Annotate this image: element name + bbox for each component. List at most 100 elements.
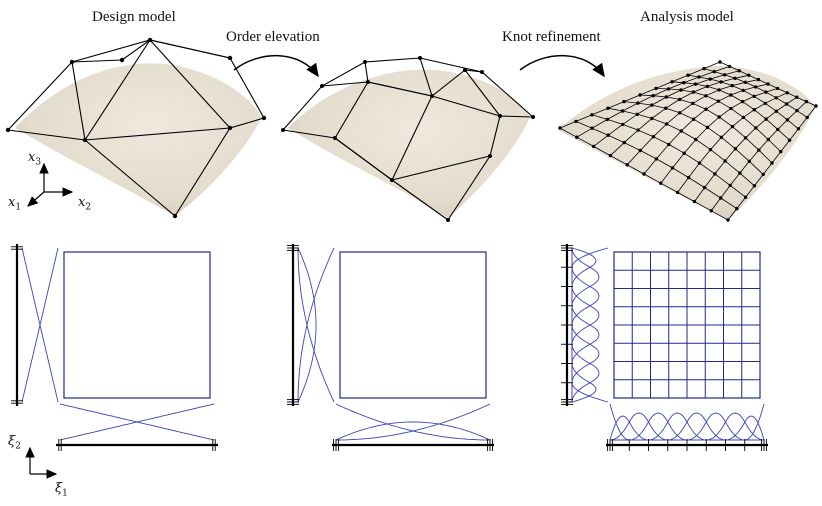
control-point	[691, 101, 695, 106]
control-point	[747, 159, 751, 163]
control-point	[664, 122, 669, 126]
x1-label: x1	[8, 195, 22, 213]
control-point	[716, 99, 721, 103]
control-point	[735, 206, 739, 211]
control-point	[737, 69, 741, 73]
control-point	[766, 82, 770, 86]
control-point	[774, 96, 778, 100]
xi1-label: ξ1	[55, 481, 68, 499]
control-point	[764, 117, 768, 121]
control-point	[761, 172, 765, 177]
control-point	[677, 97, 682, 102]
control-point	[795, 95, 799, 99]
control-point	[717, 88, 721, 92]
control-point	[591, 144, 596, 149]
basis-function-xi2	[571, 248, 600, 402]
control-point	[697, 75, 701, 79]
control-point	[776, 127, 780, 132]
knot-refinement-arrow	[519, 54, 605, 78]
control-point	[635, 112, 639, 117]
x2-label: x2	[78, 195, 92, 213]
basis-function-xi2	[571, 247, 600, 402]
basis-function-xi2	[571, 248, 600, 402]
basis-panels	[11, 244, 768, 451]
control-point	[638, 148, 642, 153]
basis-function-xi1	[610, 412, 764, 441]
control-point	[651, 135, 656, 139]
control-point	[743, 136, 748, 140]
control-point	[728, 183, 732, 188]
control-point	[787, 138, 792, 142]
analysis-surface	[558, 66, 816, 220]
control-point	[691, 117, 696, 121]
design-control-net	[7, 39, 265, 217]
parametric-domain	[339, 251, 487, 399]
control-point	[743, 195, 748, 199]
control-point	[686, 73, 690, 77]
control-point	[636, 128, 640, 132]
control-point	[682, 151, 686, 155]
control-point	[733, 147, 738, 151]
control-point	[729, 93, 733, 97]
control-point	[712, 69, 716, 74]
control-point	[774, 109, 778, 113]
control-point	[679, 129, 683, 133]
control-point	[650, 116, 654, 121]
control-point	[730, 83, 734, 88]
control-point	[730, 124, 735, 129]
control-point	[651, 94, 655, 98]
control-point	[659, 181, 663, 185]
analysis-control-points	[558, 60, 818, 222]
control-point	[719, 80, 723, 84]
control-point	[719, 135, 724, 139]
basis-function-xi2	[571, 248, 600, 402]
control-point	[804, 99, 809, 104]
control-point	[708, 147, 713, 152]
order-elevation-arrow	[233, 54, 319, 78]
basis-function-xi1	[59, 403, 215, 441]
control-point	[740, 99, 745, 104]
basis-function-xi1	[610, 412, 765, 441]
control-point	[606, 133, 610, 137]
control-point	[666, 87, 671, 91]
design-control-points	[5, 37, 267, 219]
control-point	[747, 73, 751, 77]
control-point	[784, 102, 789, 106]
control-point	[722, 73, 727, 77]
control-point	[753, 85, 758, 89]
control-point	[650, 103, 654, 107]
control-point	[670, 80, 674, 84]
analysis-model-group	[558, 60, 818, 222]
control-point	[766, 137, 770, 142]
control-point	[752, 108, 756, 112]
control-point	[574, 119, 578, 124]
control-point	[718, 60, 722, 64]
control-point	[752, 184, 757, 188]
control-point	[779, 149, 783, 154]
control-point	[805, 115, 809, 120]
control-point	[620, 109, 625, 113]
control-point	[558, 126, 562, 130]
control-point	[694, 137, 698, 142]
control-point	[686, 175, 691, 180]
control-point	[756, 77, 761, 82]
control-point	[670, 166, 675, 170]
control-point	[752, 94, 756, 99]
control-point	[691, 90, 696, 94]
control-point	[605, 117, 610, 122]
axis-triad-3d	[27, 162, 74, 207]
control-point	[785, 118, 790, 122]
control-point	[679, 88, 683, 92]
basis-function-xi2	[571, 248, 600, 403]
basis-function-xi1	[610, 412, 764, 441]
control-point	[678, 111, 682, 115]
control-point	[770, 161, 774, 165]
control-point	[757, 148, 761, 152]
control-point	[764, 90, 768, 94]
control-point	[705, 125, 710, 130]
control-point	[702, 66, 706, 71]
control-point	[729, 106, 733, 111]
control-point	[642, 172, 646, 176]
elevated-control-points	[281, 56, 535, 222]
